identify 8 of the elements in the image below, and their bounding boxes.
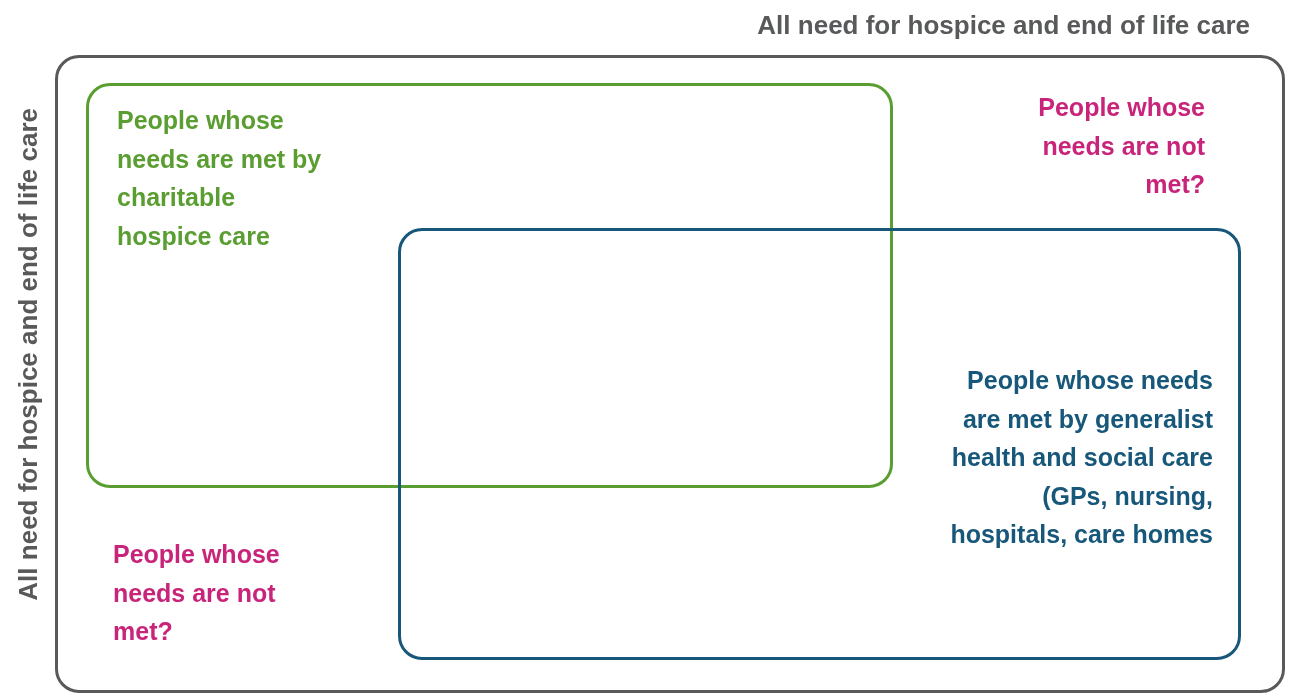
- frame-side-heading: All need for hospice and end of life care: [12, 108, 44, 601]
- region-box: [398, 228, 1241, 660]
- region-label: People whose needs are met by charitable hospice care: [117, 105, 323, 252]
- region-box: [86, 83, 893, 488]
- unmet-needs-label: People whose needs are not met?: [113, 539, 281, 647]
- region-label: People whose needs are met by generalist health and social care (GPs, nursing, hospitals, care homes: [949, 365, 1213, 550]
- frame-heading: All need for hospice and end of life care: [757, 9, 1250, 42]
- unmet-needs-label: People whose needs are not met?: [1037, 92, 1205, 200]
